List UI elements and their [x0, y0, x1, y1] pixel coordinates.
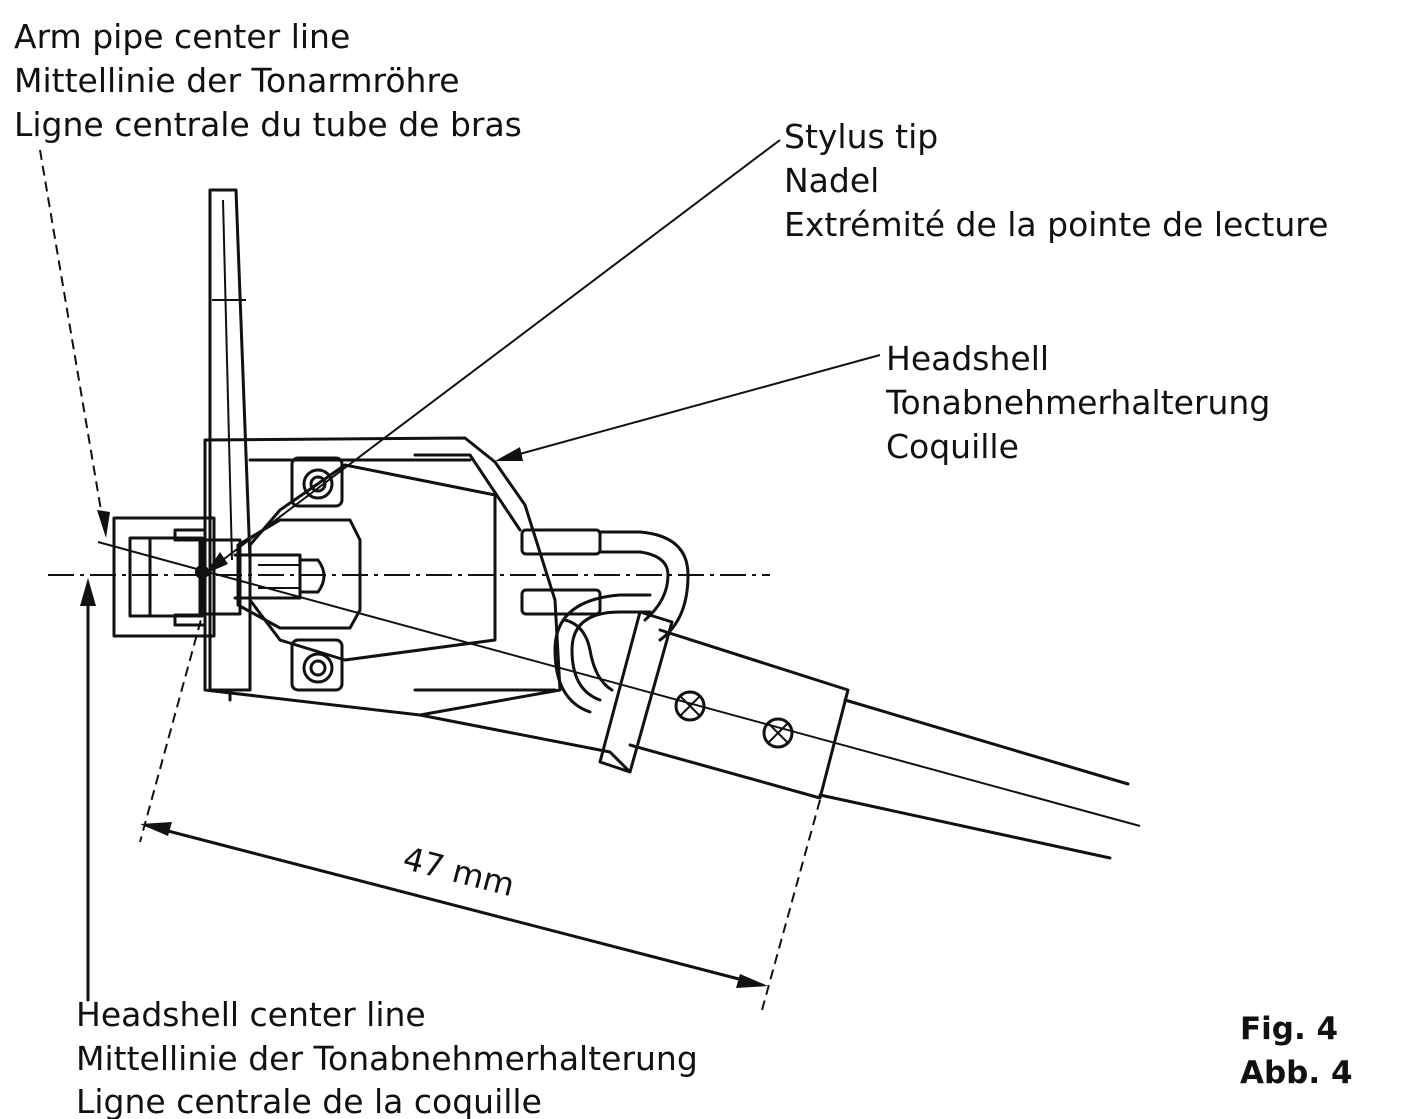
stylus-assembly: [112, 516, 242, 638]
stylus-label-de: Nadel: [784, 161, 880, 200]
arm-pipe-label-en: Arm pipe center line: [14, 17, 351, 56]
arm-pipe-center-line: [97, 541, 1141, 827]
headshell-center-label-en: Headshell center line: [76, 995, 426, 1034]
screw-icon: [762, 717, 794, 749]
figure-number-de: Abb. 4: [1240, 1055, 1353, 1091]
dimension-47mm: [139, 604, 821, 1011]
arm-pipe-label-de: Mittellinie der Tonarmröhre: [14, 61, 460, 100]
arm-pipe: [818, 698, 1130, 860]
headshell-leader: [495, 354, 881, 461]
headshell-center-label-de: Mittellinie der Tonabnehmerhalterung: [76, 1039, 698, 1078]
arm-pipe-leader: [39, 149, 110, 538]
arm-connector: [598, 610, 850, 800]
headshell-body: [203, 436, 632, 774]
stylus-leader: [205, 139, 781, 574]
headshell-center-label-fr: Ligne centrale de la coquille: [76, 1082, 542, 1119]
headshell-label-fr: Coquille: [886, 427, 1019, 466]
stylus-label-fr: Extrémité de la pointe de lecture: [784, 205, 1329, 244]
headshell-center-leader: [80, 578, 96, 1002]
arm-pipe-label-fr: Ligne centrale du tube de bras: [14, 105, 522, 144]
stylus-tip-dot: [195, 565, 209, 579]
screw-icon: [674, 690, 706, 722]
headshell-label-de: Tonabnehmerhalterung: [886, 383, 1271, 422]
lead-wires: [520, 528, 690, 714]
finger-lift: [208, 188, 252, 702]
cartridge: [233, 463, 497, 662]
figure-number-en: Fig. 4: [1240, 1011, 1339, 1047]
stylus-label-en: Stylus tip: [784, 117, 939, 156]
headshell-label-en: Headshell: [886, 339, 1050, 378]
